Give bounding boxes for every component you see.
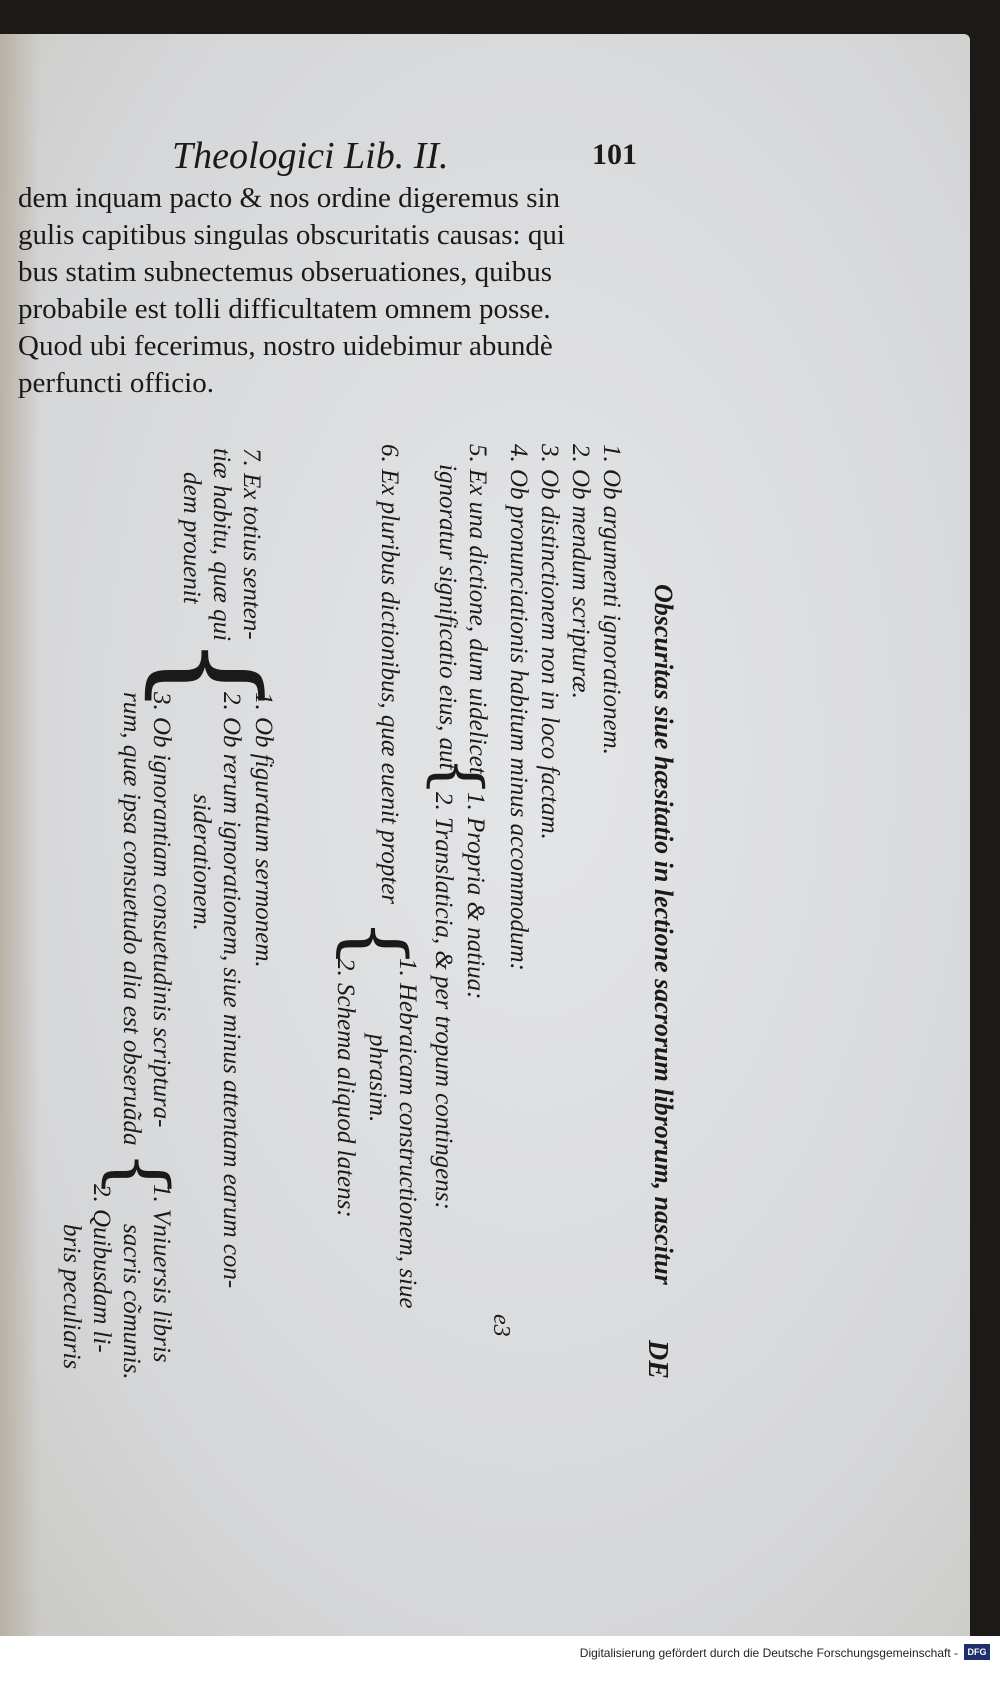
running-header: Theologici Lib. II.	[172, 135, 449, 177]
option-item: bris peculiaris	[58, 1224, 85, 1370]
text-line: Quod ubi fecerimus, nostro uidebimur abu…	[18, 330, 553, 362]
text-line: probabile est tolli difficultatem omnem …	[18, 293, 551, 325]
body-paragraph: dem inquam pacto & nos ordine digeremus …	[18, 180, 658, 402]
cause-item: 4. Ob pronunciationis habitum minus acco…	[505, 444, 532, 971]
curly-brace-icon: {	[421, 756, 495, 797]
cause-item: 6. Ex pluribus dictionibus, quæ euenit p…	[376, 444, 403, 905]
option-item: 3. Ob ignorantiam consuetudinis scriptur…	[148, 692, 175, 1128]
cause-item: 5. Ex una dictione, dum uidelicet	[464, 444, 491, 774]
table-title: Obscuritas siue hæsitatio in lectione sa…	[649, 584, 678, 1285]
footer-text: Digitalisierung gefördert durch die Deut…	[579, 1646, 958, 1660]
option-item: 1. Ob figuratum sermonem.	[250, 692, 277, 968]
book-page: Theologici Lib. II. 101 dem inquam pacto…	[0, 34, 970, 1636]
option-item: 1. Propria & natiua:	[462, 792, 489, 1000]
dfg-logo-icon: DFG	[964, 1644, 990, 1660]
cause-item: 1. Ob argumenti ignorationem.	[598, 444, 625, 755]
option-item: sacris cõmunis.	[118, 1224, 145, 1380]
option-item: siderationem.	[188, 794, 215, 931]
cause-item: 3. Ob distinctionem non in loco factam.	[536, 444, 563, 840]
catchword: DE	[642, 1340, 673, 1379]
option-item: 2. Schema aliquod latens:	[332, 958, 359, 1218]
text-line: gulis capitibus singulas obscuritatis ca…	[18, 219, 565, 251]
signature-mark: e3	[488, 1314, 514, 1337]
option-item: rum, quæ ipsa consuetudo alia est obseru…	[118, 692, 145, 1146]
cause-item: ignoratur significatio eius, aut	[434, 464, 461, 770]
cause-item: dem prouenit	[178, 472, 205, 604]
text-line: dem inquam pacto & nos ordine digeremus …	[18, 182, 561, 214]
footer-bar: Digitalisierung gefördert durch die Deut…	[0, 1636, 1000, 1684]
cause-item: 2. Ob mendum scripturæ.	[567, 444, 594, 699]
cause-item: tiæ habitu, quæ qui	[208, 448, 235, 642]
option-item: 1. Vniuersis libris	[148, 1184, 175, 1363]
option-item: 2. Quibusdam li-	[88, 1184, 115, 1353]
page-number: 101	[592, 138, 637, 171]
option-item: 2. Ob rerum ignorationem, siue minus att…	[218, 692, 245, 1289]
option-item: 2. Translaticia, & per tropum contingens…	[430, 792, 457, 1210]
cause-item: 7. Ex totius senten-	[238, 448, 265, 640]
option-item: phrasim.	[364, 1034, 391, 1123]
text-line: perfuncti officio.	[18, 367, 214, 399]
option-item: 1. Hebraicam constructionem, siue	[394, 958, 421, 1309]
rotated-classification-table: Obscuritas siue hæsitatio in lectione sa…	[6, 434, 686, 1434]
text-line: bus statim subnectemus obseruationes, qu…	[18, 256, 553, 288]
